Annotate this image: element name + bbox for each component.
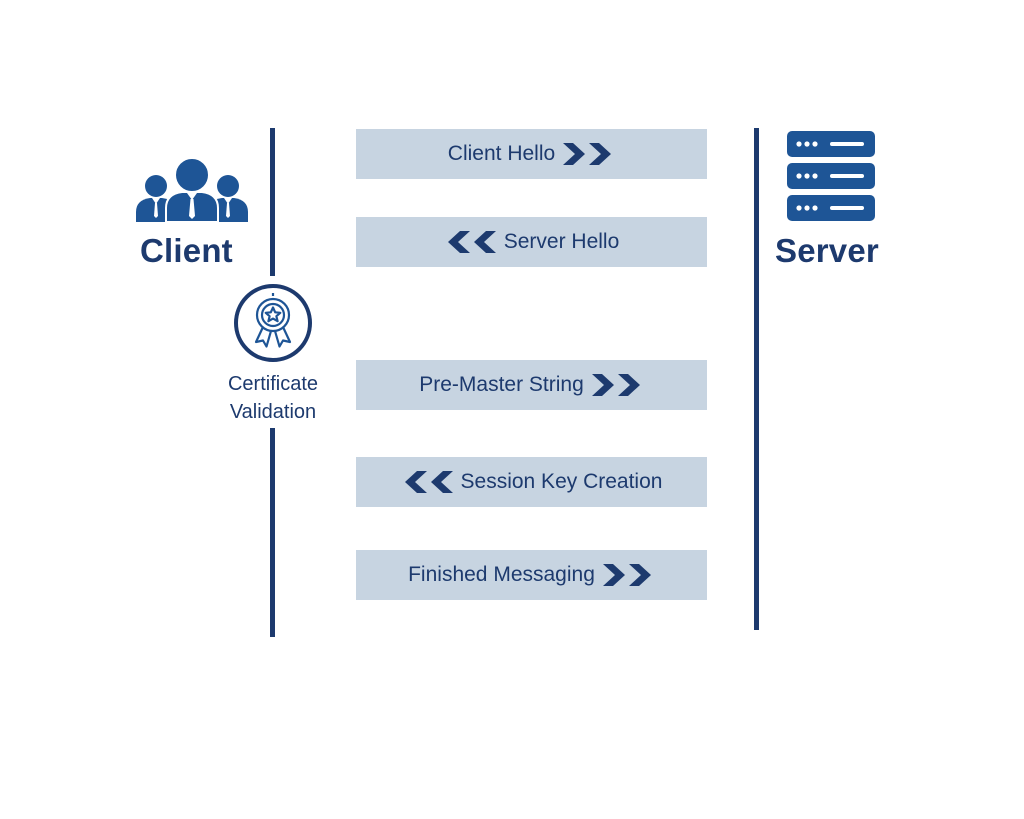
message-pre-master-string: Pre-Master String bbox=[356, 360, 707, 410]
message-client-hello: Client Hello bbox=[356, 129, 707, 179]
double-chevron-right-icon bbox=[591, 373, 644, 397]
certificate-validation-label: Certificate Validation bbox=[206, 370, 340, 426]
message-label: Pre-Master String bbox=[419, 373, 584, 396]
message-server-hello: Server Hello bbox=[356, 217, 707, 267]
client-title: Client bbox=[140, 232, 233, 269]
message-session-key-creation: Session Key Creation bbox=[356, 457, 707, 507]
message-label: Finished Messaging bbox=[408, 563, 595, 586]
message-label: Session Key Creation bbox=[460, 470, 663, 493]
double-chevron-right-icon bbox=[602, 563, 655, 587]
server-lifeline bbox=[754, 128, 759, 630]
certificate-label-line1: Certificate bbox=[227, 373, 319, 395]
client-lifeline-top bbox=[270, 128, 275, 276]
award-badge-icon bbox=[234, 284, 312, 362]
message-finished-messaging: Finished Messaging bbox=[356, 550, 707, 600]
server-rack-icon bbox=[787, 131, 875, 221]
double-chevron-left-icon bbox=[444, 230, 496, 254]
client-lifeline-bottom bbox=[270, 428, 275, 637]
double-chevron-left-icon bbox=[401, 470, 453, 494]
users-group-icon bbox=[136, 157, 248, 222]
certificate-label-line2: Validation bbox=[229, 401, 317, 423]
server-title: Server bbox=[775, 232, 879, 269]
message-label: Server Hello bbox=[503, 230, 620, 253]
double-chevron-right-icon bbox=[563, 142, 615, 166]
message-label: Client Hello bbox=[447, 142, 556, 165]
